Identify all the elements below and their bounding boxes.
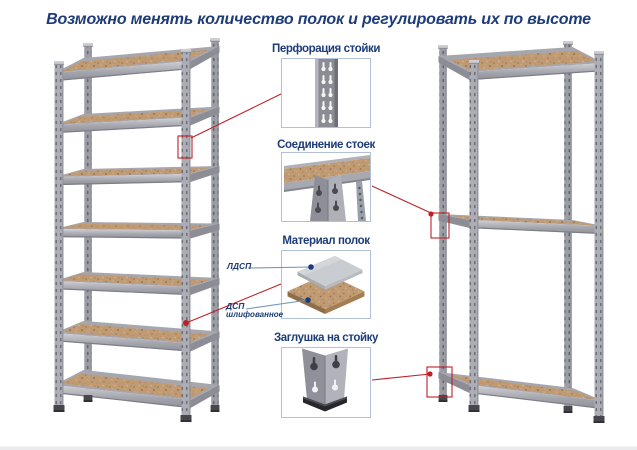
black-cap bbox=[303, 396, 347, 412]
post-perforation-detail-box bbox=[281, 58, 371, 128]
left-shelving-unit-illustration bbox=[53, 38, 220, 422]
post-connection-detail-box bbox=[281, 152, 371, 222]
callout-title-post-perforation: Перфорация стойки bbox=[271, 43, 381, 55]
post-cap-detail-box bbox=[281, 347, 371, 418]
post-perforation-illustration bbox=[315, 59, 338, 127]
shelf-material-illustration bbox=[287, 255, 365, 315]
keyhole-slots bbox=[315, 183, 339, 213]
callout-title-shelf-material: Материал полок bbox=[282, 235, 370, 247]
label-sanded-chipboard: ДСП шлифованное bbox=[226, 301, 284, 320]
laminated-chipboard bbox=[297, 255, 363, 287]
perforation-slots bbox=[321, 62, 333, 124]
callout-title-post-connection: Соединение стоек bbox=[277, 139, 375, 151]
shelf-material-detail-box bbox=[281, 250, 371, 319]
page-title: Возможно менять количество полок и регул… bbox=[46, 11, 591, 28]
post-cap-illustration bbox=[302, 348, 348, 412]
callout-title-post-cap: Заглушка на стойку bbox=[273, 332, 379, 344]
post-connection-illustration bbox=[284, 155, 370, 221]
right-shelving-unit-illustration bbox=[438, 41, 605, 423]
label-laminated-chipboard: ЛДСП bbox=[227, 261, 252, 271]
